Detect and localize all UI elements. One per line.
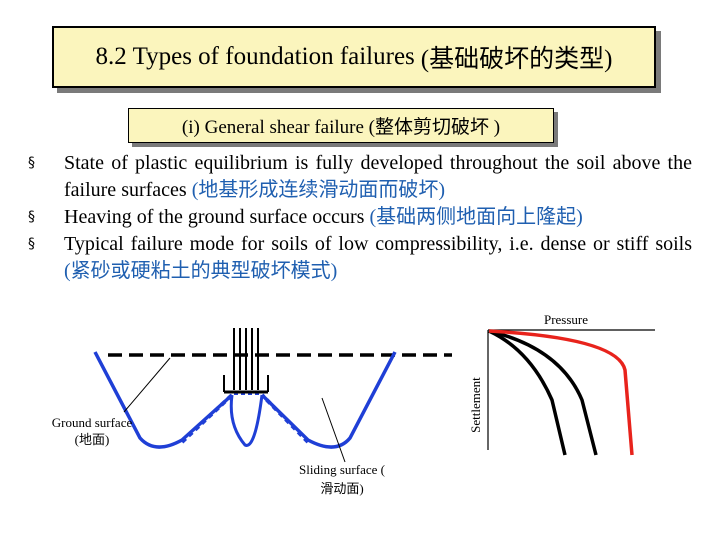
bullet-text-chinese: (紧砂或硬粘土的典型破坏模式) xyxy=(64,260,338,282)
bullet-list: § State of plastic equilibrium is fully … xyxy=(28,150,692,285)
left-wedge-dashed xyxy=(180,393,234,444)
section-heading: (i) General shear failure (整体剪切破坏 ) xyxy=(128,108,554,143)
slide-title-text: 8.2 Types of foundation failures xyxy=(95,43,415,70)
bullet-text-chinese: (地基形成连续滑动面而破坏) xyxy=(191,179,446,201)
pressure-settlement-chart: Pressure Settlement xyxy=(468,312,655,456)
center-slip-surface xyxy=(229,394,264,447)
bullet-square-icon: § xyxy=(28,236,35,252)
failure-figure: Ground surface (地面) Sliding surface ( 滑动… xyxy=(52,312,655,496)
bullet-item: § Typical failure mode for soils of low … xyxy=(28,231,692,285)
curve-local-shear xyxy=(488,329,567,456)
section-heading-text: (i) General shear failure (整体剪切破坏 ) xyxy=(181,117,501,138)
right-slip-surface xyxy=(260,351,397,449)
sliding-leader-line xyxy=(321,397,346,463)
settlement-axis-label: Settlement xyxy=(468,377,483,433)
footing-column xyxy=(223,328,269,394)
ground-surface-label-chinese: (地面) xyxy=(75,432,110,447)
ground-surface-label: Ground surface xyxy=(52,415,133,430)
bullet-text: Heaving of the ground surface occurs xyxy=(64,206,370,228)
bullet-item: § Heaving of the ground surface occurs (… xyxy=(28,204,692,231)
slide-title-chinese: (基础破坏的类型) xyxy=(420,46,613,73)
ground-leader-line xyxy=(123,357,171,413)
slide-title: 8.2 Types of foundation failures (基础破坏的类… xyxy=(52,26,656,88)
bullet-square-icon: § xyxy=(28,209,35,225)
bullet-square-icon: § xyxy=(28,155,35,171)
right-wedge-dashed xyxy=(260,393,310,444)
pressure-axis-label: Pressure xyxy=(544,312,588,327)
bullet-text: State of plastic equilibrium is fully de… xyxy=(64,152,692,201)
curve-punching-shear xyxy=(488,329,598,456)
bullet-text-chinese: (基础两侧地面向上隆起) xyxy=(369,206,583,228)
curve-general-shear xyxy=(488,329,634,456)
foundation-diagram: Ground surface (地面) Sliding surface ( 滑动… xyxy=(52,328,452,496)
sliding-surface-label: Sliding surface ( xyxy=(299,462,385,477)
bullet-text: Typical failure mode for soils of low co… xyxy=(64,233,692,255)
sliding-surface-label-chinese: 滑动面) xyxy=(320,481,363,496)
bullet-item: § State of plastic equilibrium is fully … xyxy=(28,150,692,204)
